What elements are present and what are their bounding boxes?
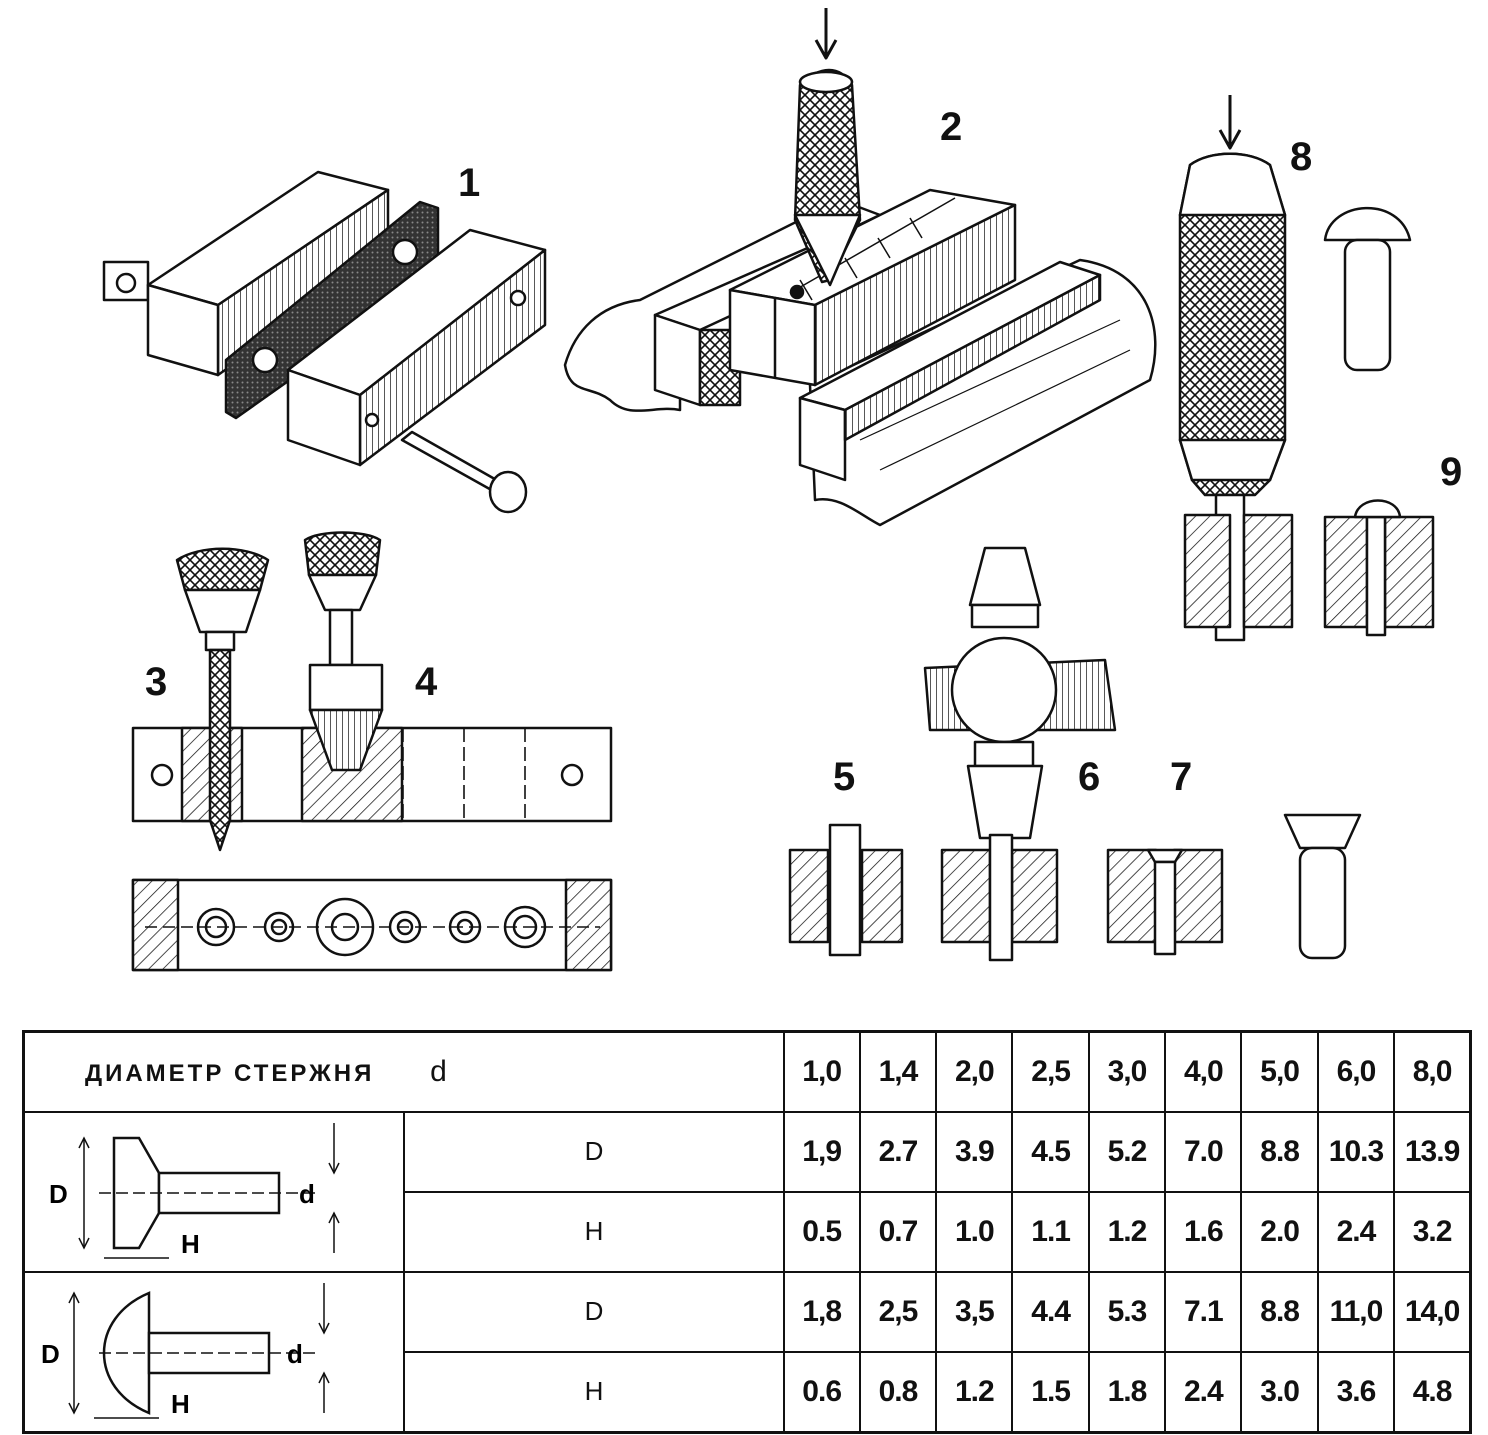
countersunk-D-cell: 10.3 <box>1316 1110 1396 1193</box>
diameter-cell: 1,4 <box>858 1030 938 1113</box>
sketch-label-d: d <box>287 1339 302 1369</box>
sketch-label-D: D <box>49 1179 67 1209</box>
round-head-D-cell: 1,8 <box>782 1270 861 1353</box>
diameter-cell: 4,0 <box>1164 1030 1243 1113</box>
round-head-D-cell: 14,0 <box>1393 1270 1472 1353</box>
round-head-D-cell: 7.1 <box>1164 1270 1243 1353</box>
countersunk-D-cell: 3.9 <box>935 1110 1014 1193</box>
round-head-H-cell: 3.6 <box>1316 1350 1396 1434</box>
countersunk-rivet-sketch: D H d <box>49 1122 340 1259</box>
countersunk-H-cell: 1.0 <box>935 1190 1014 1273</box>
diameter-cell: 3,0 <box>1087 1030 1167 1113</box>
round-head-H-cell: 3.0 <box>1240 1350 1319 1434</box>
countersunk-rivet-sketch-cell: D H d <box>22 1110 405 1273</box>
countersunk-D-cell: 7.0 <box>1164 1110 1243 1193</box>
round-head-H-cell: 1.8 <box>1087 1350 1167 1434</box>
round-head-D-cell: 8.8 <box>1240 1270 1319 1353</box>
figure-label-4: 4 <box>415 660 438 704</box>
diameter-cell: 5,0 <box>1240 1030 1319 1113</box>
header-label: ДИАМЕТР СТЕРЖНЯ <box>85 1059 375 1087</box>
countersunk-H-cell: 0.5 <box>782 1190 861 1273</box>
round-head-H-cell: 2.4 <box>1164 1350 1243 1434</box>
figure-label-9: 9 <box>1440 450 1462 494</box>
countersunk-D-label: D <box>402 1110 785 1193</box>
sketch-label-D: D <box>41 1339 59 1369</box>
diameter-cell: 2,0 <box>935 1030 1014 1113</box>
countersunk-rivet <box>1283 813 1362 960</box>
figure-7-countersunk-rivet-in-hole <box>1106 848 1224 956</box>
sketch-label-H: H <box>181 1229 199 1259</box>
round-head-H-label: H <box>402 1350 785 1434</box>
figure-9-riveted <box>1323 499 1435 637</box>
figure-6-hammer-heading <box>923 546 1117 962</box>
countersunk-H-cell: 2.0 <box>1240 1190 1319 1273</box>
figure-1-clamp-blocks <box>102 170 547 514</box>
countersunk-D-cell: 8.8 <box>1240 1110 1319 1193</box>
figure-label-3: 3 <box>145 660 167 704</box>
round-head-rivet-sketch-cell: D H d <box>22 1270 405 1433</box>
round-head-D-cell: 4.4 <box>1011 1270 1090 1353</box>
round-head-H-cell: 1.5 <box>1011 1350 1090 1434</box>
figure-label-1: 1 <box>458 161 480 205</box>
figure-label-2: 2 <box>940 105 962 149</box>
round-head-H-cell: 0.8 <box>858 1350 938 1434</box>
table-header-cell: ДИАМЕТР СТЕРЖНЯ d <box>22 1030 785 1113</box>
round-head-D-cell: 11,0 <box>1316 1270 1396 1353</box>
countersunk-D-cell: 5.2 <box>1087 1110 1167 1193</box>
countersunk-H-cell: 2.4 <box>1316 1190 1396 1273</box>
diameter-cell: 1,0 <box>782 1030 861 1113</box>
diameter-cell: 2,5 <box>1011 1030 1090 1113</box>
figure-5-rivet-in-hole <box>788 823 904 957</box>
sketch-label-H: H <box>171 1389 189 1419</box>
countersunk-D-cell: 13.9 <box>1393 1110 1472 1193</box>
countersunk-H-cell: 0.7 <box>858 1190 938 1273</box>
round-head-D-cell: 3,5 <box>935 1270 1014 1353</box>
figure-8-rivet-set <box>1178 152 1294 642</box>
rivet-table-grid: ДИАМЕТР СТЕРЖНЯ d 1,0 1,4 2,0 2,5 3,0 4,… <box>22 1030 1472 1434</box>
tools-illustration: 1 2 3 4 5 6 7 8 9 <box>102 8 1462 972</box>
countersunk-H-cell: 1.2 <box>1087 1190 1167 1273</box>
countersunk-D-cell: 4.5 <box>1011 1110 1090 1193</box>
figure-label-8: 8 <box>1290 135 1312 179</box>
countersunk-D-cell: 2.7 <box>858 1110 938 1193</box>
countersunk-H-cell: 1.6 <box>1164 1190 1243 1273</box>
diameter-cell: 8,0 <box>1393 1030 1472 1113</box>
round-head-D-cell: 5.3 <box>1087 1270 1167 1353</box>
figure-label-7: 7 <box>1170 755 1192 799</box>
round-head-rivet-sketch: D H d <box>41 1282 330 1419</box>
figure-2-punch-marking <box>563 68 1157 527</box>
round-head-H-cell: 0.6 <box>782 1350 861 1434</box>
figure-label-6: 6 <box>1078 755 1100 799</box>
countersunk-D-cell: 1,9 <box>782 1110 861 1193</box>
round-head-H-cell: 1.2 <box>935 1350 1014 1434</box>
diameter-cell: 6,0 <box>1316 1030 1396 1113</box>
arrow-8 <box>1218 95 1242 150</box>
figure-3-4-drilling <box>131 531 613 972</box>
round-head-rivet <box>1323 206 1412 372</box>
rivet-dimensions-table: ДИАМЕТР СТЕРЖНЯ d 1,0 1,4 2,0 2,5 3,0 4,… <box>22 1030 1472 1434</box>
countersunk-H-cell: 3.2 <box>1393 1190 1472 1273</box>
round-head-D-label: D <box>402 1270 785 1353</box>
sketch-label-d: d <box>299 1179 314 1209</box>
header-symbol: d <box>430 1054 447 1088</box>
countersunk-H-label: H <box>402 1190 785 1273</box>
countersunk-H-cell: 1.1 <box>1011 1190 1090 1273</box>
arrow-2 <box>814 8 838 60</box>
figure-label-5: 5 <box>833 755 855 799</box>
round-head-D-cell: 2,5 <box>858 1270 938 1353</box>
round-head-H-cell: 4.8 <box>1393 1350 1472 1434</box>
